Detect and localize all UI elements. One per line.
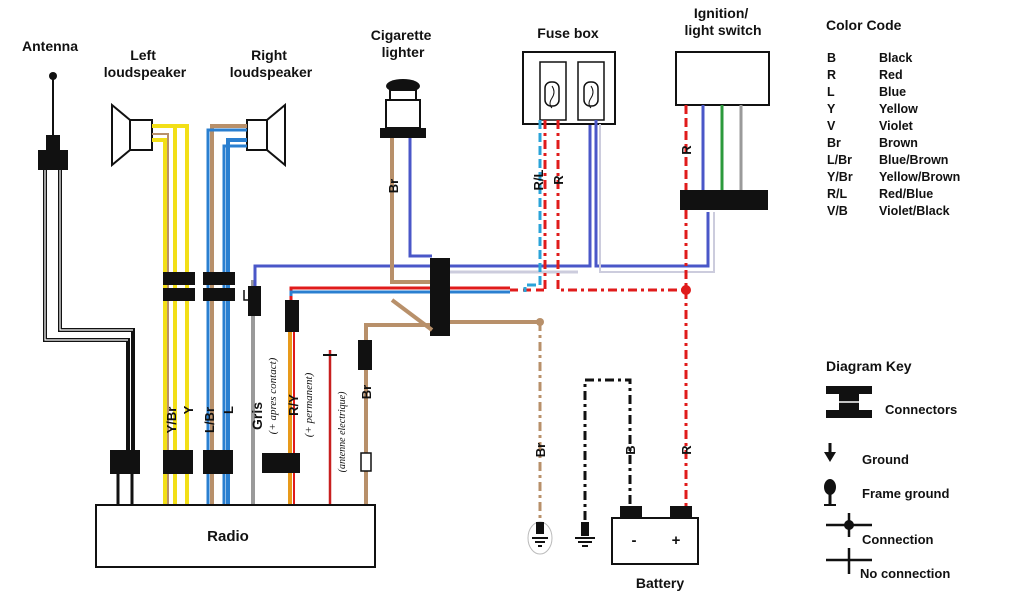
color-code-title: Color Code [826,17,902,33]
key-ground-label: Ground [862,452,909,467]
right-speaker-connector-upper [203,272,235,285]
battery-minus: - [632,532,637,549]
color-code-abbr: L/Br [827,153,852,167]
antenna [38,72,140,505]
wire-label-l: L [221,406,236,414]
left-loudspeaker-label: Left loudspeaker [104,47,187,80]
color-code-name: Brown [879,136,918,150]
color-code-name: Red [879,68,903,82]
black-ground-icon [575,522,595,547]
color-code-name: Violet/Black [879,204,950,218]
wire-label-permanent: (+ permanent) [303,372,315,437]
left-speaker-radio-connector [163,450,193,474]
left-speaker-connector-upper [163,272,195,285]
right-loudspeaker [246,102,286,168]
fuse-box-label: Fuse box [537,25,599,41]
br-radio-connector [358,340,372,370]
key-connection-label: Connection [862,532,934,547]
brown-ground-icon [527,521,553,555]
right-loudspeaker-label: Right loudspeaker [230,47,313,80]
ground-icon [824,443,836,462]
no-connection-icon [826,548,872,574]
ignition-switch [675,51,770,210]
color-code-name: Red/Blue [879,187,933,201]
color-code-abbr: Y [827,102,836,116]
wire-label-r-battery: R [679,445,694,455]
antenna-connector [110,450,140,474]
wire-label-br-ground: Br [533,443,548,457]
wire-label-br-radio: Br [359,385,374,399]
right-speaker-radio-connector [203,450,233,474]
color-code-abbr: V [827,119,836,133]
radio [95,504,376,568]
wire-label-antenne-electrique: (antenne electrique) [337,391,348,472]
fuse-box [522,51,616,125]
color-code-abbr: V/B [827,204,848,218]
right-speaker-connector-lower [203,288,235,301]
radio-label: Radio [207,528,249,545]
wire-label-y: Y [181,405,196,414]
color-code-name: Yellow/Brown [879,170,960,184]
left-speaker-connector-lower [163,288,195,301]
color-code-abbr: R [827,68,836,82]
wire-label-r-y: R/Y [286,394,301,416]
connection-icon [826,513,872,537]
permanent-connector [285,300,299,332]
frame-ground-icon [824,479,836,506]
color-code-abbr: R/L [827,187,848,201]
color-code-name: Violet [879,119,914,133]
color-code-name: Yellow [879,102,918,116]
central-splice-block [430,258,450,336]
antenna-label: Antenna [22,38,78,54]
battery [611,506,699,565]
color-code-name: Blue [879,85,906,99]
key-frame-ground-label: Frame ground [862,486,949,501]
wire-label-y-br: Y/Br [164,407,179,434]
wire-label-r-fuse: R [551,175,566,185]
wire-label-gris: Gris [249,402,265,430]
color-code-abbr: L [827,85,835,99]
wire-label-br-lighter: Br [386,179,401,193]
red-wire-junction [681,285,691,295]
color-code-abbr: B [827,51,836,65]
color-code-abbr: Y/Br [827,170,853,184]
left-loudspeaker [111,102,153,168]
color-code-name: Black [879,51,912,65]
wire-label-b-battery: B [623,445,638,454]
gris-connector [248,286,261,316]
cigarette-lighter [380,79,426,138]
connectors-icon [826,386,872,418]
ignition-switch-label: Ignition/ light switch [685,5,762,38]
wire-label-apres-contact: (+ apres contact) [267,357,279,434]
battery-label: Battery [636,575,684,591]
key-connectors-label: Connectors [885,402,957,417]
power-radio-connector [262,453,300,473]
wire-label-r-l: R/L [531,169,546,190]
cigarette-lighter-label: Cigarette lighter [371,27,436,60]
wire-label-l-br: L/Br [202,407,217,433]
color-code-abbr: Br [827,136,841,150]
battery-plus: + [672,532,681,549]
color-code-name: Blue/Brown [879,153,948,167]
key-no-connection-label: No connection [860,566,950,581]
diagram-key-title: Diagram Key [826,358,912,374]
wire-label-r-switch: R [679,145,694,155]
